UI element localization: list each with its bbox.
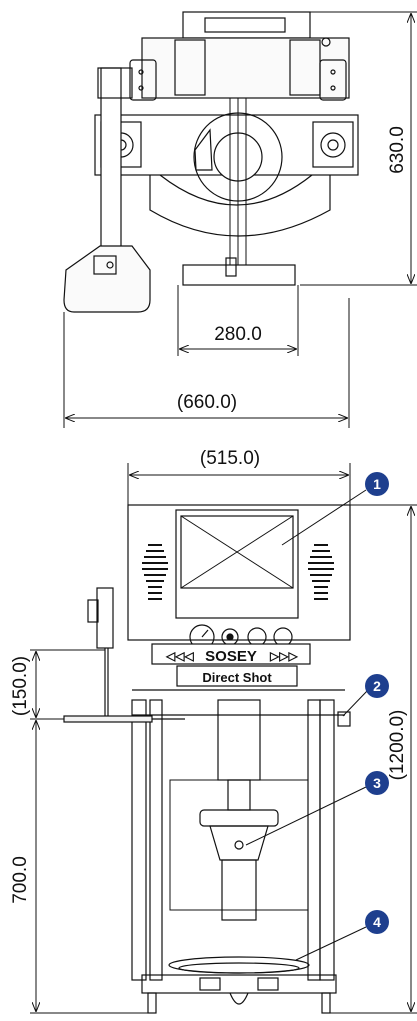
brand-logo: SOSEY [205,648,257,665]
right-vents [308,544,334,600]
left-column [131,699,147,981]
callout-marker [365,771,389,795]
gun-pad [63,245,151,313]
dim-label-top-overall-width: (660.0) [177,392,237,413]
spray-gun-handle [87,599,99,623]
piston-rod [227,779,251,811]
side-fitting [337,711,351,727]
bolt [138,85,144,91]
display-window [180,515,294,589]
outlet-hose [229,992,249,1005]
logo-left-arrows: ◁◁◁ [165,649,194,663]
dim-label-front-width: (515.0) [200,448,260,469]
callout-4: 4 [365,910,389,934]
left-vents [142,544,168,600]
drum-housing [149,175,331,237]
chute [194,128,213,171]
foot [321,992,331,1014]
drum-arc [159,174,313,206]
top-frame-inner [204,17,286,33]
right-bearing [320,132,346,158]
base-plate [182,264,296,286]
dim-label-lower-height: 700.0 [10,856,31,904]
control-panel [175,509,299,619]
dim-label-top-height: 630.0 [387,126,408,174]
top-dimensions [63,11,417,428]
dim-label-top-inner-width: 280.0 [214,324,262,345]
right-column [319,699,335,981]
piston-collar [199,809,279,827]
callout-2: 2 [365,674,389,698]
cylinder [217,699,261,781]
pump-port [234,840,244,850]
left-bracket [174,39,206,96]
right-mount [312,121,354,168]
pump-lower [221,859,257,921]
callout-marker [365,910,389,934]
left-upper-clamp [129,59,157,101]
callout-3: 3 [365,771,389,795]
gun-nozzle [106,261,114,269]
bolt [330,69,336,75]
model-band [176,665,298,687]
dim-label-front-height: (1200.0) [387,710,408,781]
logo-right-arrows: ▷▷▷ [269,649,298,663]
front-view [63,504,351,1014]
right-bearing-inner [327,139,339,151]
right-column-inner [307,699,321,981]
bolt [138,69,144,75]
arm-tray [63,715,153,723]
model-logo: Direct Shot [202,670,272,685]
nozzle [225,257,237,277]
callout-leaders [245,489,369,961]
side-arm [100,67,122,251]
upper-block [141,37,350,99]
callout-number: 4 [373,914,381,930]
base-clamp [257,977,279,991]
callout-marker [365,472,389,496]
callout-number: 3 [373,775,381,791]
callout-1: 1 [365,472,389,496]
bolt [330,85,336,91]
callout-marker [365,674,389,698]
base [141,974,337,994]
callout-number: 1 [373,476,381,492]
pump-body [209,825,269,861]
logo-band [151,643,311,665]
foot [147,992,157,1014]
dim-label-arm-offset: (150.0) [10,656,31,716]
right-upper-clamp [319,59,347,101]
spray-gun [96,587,114,649]
spray-gun-icon [93,255,117,275]
top-frame [182,11,311,39]
fitting-icon [321,37,331,47]
arm-head [97,67,133,99]
top-view [63,11,359,313]
drum-frame [169,779,309,911]
front-dimensions [30,463,417,1014]
callout-number: 2 [373,678,381,694]
base-clamp [199,977,221,991]
left-column-inner [149,699,163,981]
